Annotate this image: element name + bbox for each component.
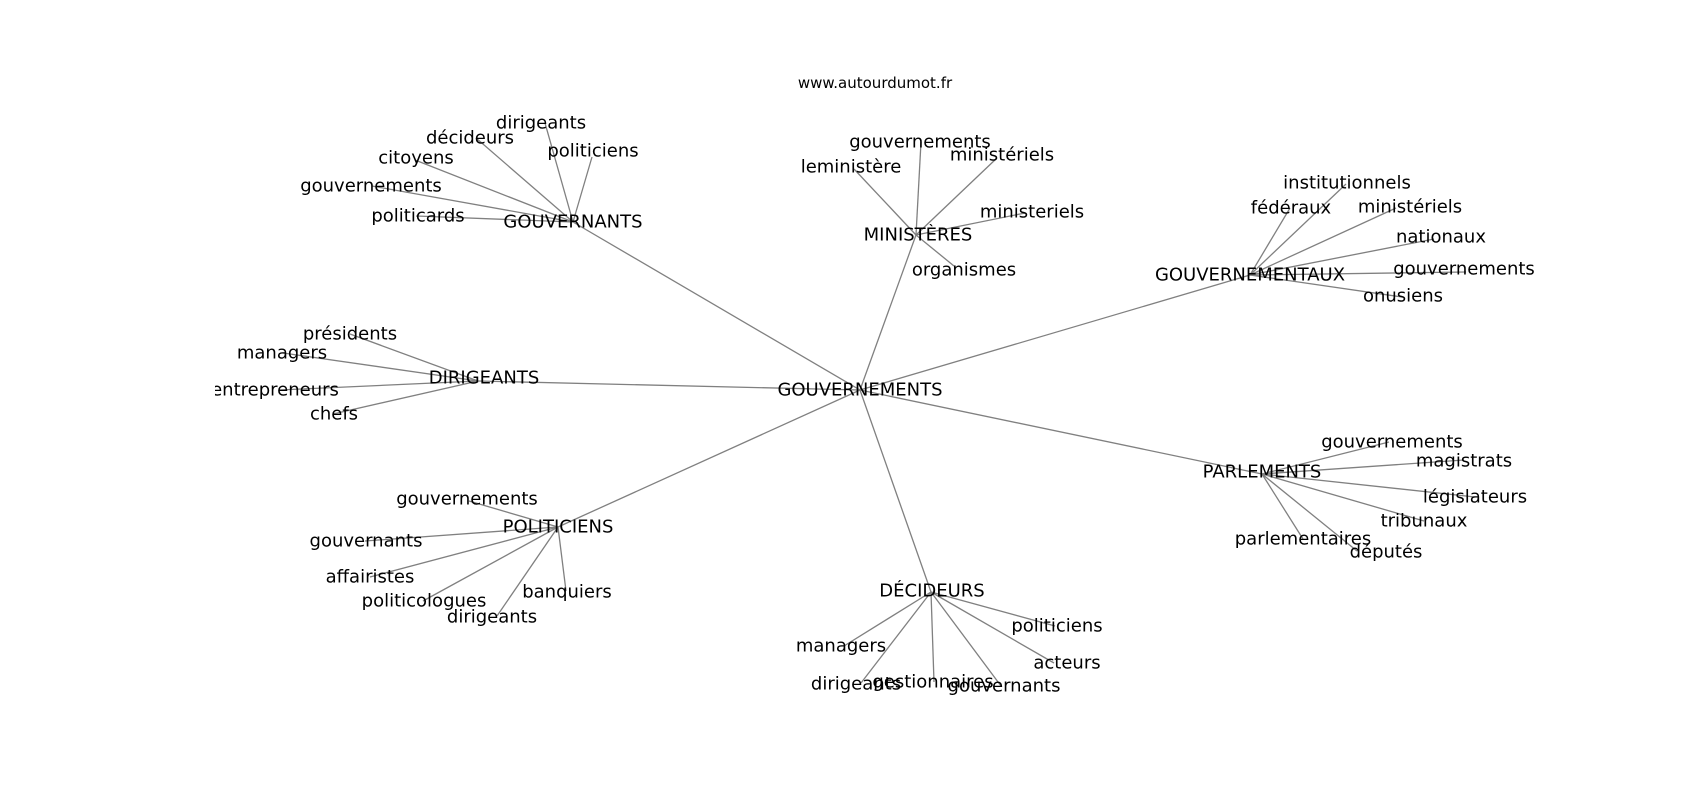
- edge-parlements-leaf: [1261, 473, 1425, 522]
- edge-gouvernementaux-leaf: [1249, 207, 1291, 276]
- edge-decideurs-leaf: [843, 591, 932, 647]
- leaf-label: ministériels: [950, 145, 1054, 166]
- leaf-label: entrepreneurs: [211, 380, 339, 401]
- leaf-label: gouvernants: [310, 531, 423, 552]
- leaf-label: fédéraux: [1251, 198, 1332, 219]
- edge-parlements-leaf: [1261, 473, 1476, 498]
- leaf-label: banquiers: [522, 582, 612, 603]
- edge-ministeres-leaf: [915, 212, 1026, 236]
- edge-ministeres-leaf: [915, 157, 998, 236]
- edge-politiciens-leaf: [468, 500, 559, 528]
- edge-gouvernementaux-leaf: [1249, 207, 1397, 276]
- leaf-label: présidents: [303, 324, 397, 345]
- leaf-label: gouvernants: [948, 676, 1061, 697]
- leaf-label: tribunaux: [1381, 511, 1468, 532]
- graph-labels: dirigeantsdécideurspoliticienscitoyensgo…: [211, 113, 1535, 697]
- edge-politiciens-leaf: [364, 526, 559, 542]
- edge-ministeres-leaf: [853, 168, 917, 236]
- leaf-label: gouvernements: [300, 176, 442, 197]
- edge-parlements-leaf: [1261, 441, 1390, 475]
- edge-gouvernants-leaf: [475, 137, 574, 223]
- leaf-label: nationaux: [1396, 227, 1486, 248]
- edge-decideurs-leaf: [930, 591, 1002, 687]
- hub-label-decideurs: DÉCIDEURS: [879, 580, 984, 602]
- edge-ministeres-leaf: [915, 234, 955, 267]
- leaf-label: dirigeants: [447, 607, 537, 628]
- edge-politiciens-leaf: [496, 526, 559, 617]
- hub-label-gouvernants: GOUVERNANTS: [503, 212, 642, 233]
- edge-politiciens-leaf: [557, 526, 567, 592]
- edge-decideurs-leaf: [930, 591, 935, 683]
- edge-center-politiciens: [557, 389, 861, 528]
- edge-gouvernementaux-leaf: [1249, 183, 1347, 276]
- leaf-label: chefs: [310, 404, 358, 425]
- center-node-label: GOUVERNEMENTS: [777, 380, 942, 401]
- hub-label-gouvernementaux: GOUVERNEMENTAUX: [1155, 265, 1345, 286]
- leaf-label: gestionnaires: [872, 672, 993, 693]
- leaf-label: institutionnels: [1283, 173, 1411, 194]
- leaf-label: dirigeants: [811, 674, 901, 695]
- leaf-label: politiciens: [547, 141, 638, 162]
- leaf-label: ministériels: [1358, 197, 1462, 218]
- leaf-label: politicologues: [362, 591, 487, 612]
- edge-dirigeants-leaf: [332, 380, 479, 415]
- hub-label-dirigeants: DIRIGEANTS: [429, 368, 540, 389]
- leaf-label: organismes: [912, 260, 1016, 281]
- leaf-label: politicards: [371, 206, 464, 227]
- edge-parlements-leaf: [1261, 459, 1465, 475]
- edge-decideurs-leaf: [930, 591, 1056, 627]
- edge-gouvernants-leaf: [572, 156, 593, 223]
- edge-center-ministeres: [859, 234, 917, 391]
- edge-center-decideurs: [859, 389, 932, 593]
- edge-center-dirigeants: [477, 380, 861, 391]
- leaf-label: gouvernements: [849, 132, 991, 153]
- leaf-label: ministeriels: [980, 202, 1084, 223]
- edge-gouvernants-leaf: [371, 185, 574, 223]
- hub-label-ministeres: MINISTÈRES: [864, 224, 973, 246]
- leaf-label: magistrats: [1416, 451, 1512, 472]
- edge-gouvernementaux-leaf: [1249, 271, 1467, 276]
- edge-politiciens-leaf: [422, 526, 559, 602]
- leaf-label: dirigeants: [496, 113, 586, 134]
- leaf-label: leministère: [801, 157, 902, 178]
- edge-gouvernants-leaf: [415, 215, 574, 223]
- edge-dirigeants-leaf: [278, 380, 479, 391]
- edge-politiciens-leaf: [369, 526, 559, 578]
- edge-center-gouvernementaux: [859, 274, 1251, 391]
- leaf-label: acteurs: [1033, 653, 1100, 674]
- edge-ministeres-leaf: [915, 141, 922, 236]
- leaf-label: managers: [796, 636, 886, 657]
- leaf-label: managers: [237, 343, 327, 364]
- edge-dirigeants-leaf: [282, 352, 479, 382]
- edge-parlements-leaf: [1261, 473, 1304, 540]
- leaf-label: gouvernements: [1393, 259, 1535, 280]
- leaf-label: décideurs: [426, 128, 514, 149]
- graph-edges: [278, 122, 1476, 687]
- hub-label-parlements: PARLEMENTS: [1203, 462, 1322, 483]
- edge-center-parlements: [859, 389, 1263, 475]
- edge-gouvernants-leaf: [414, 159, 574, 223]
- leaf-label: politiciens: [1011, 616, 1102, 637]
- edge-dirigeants-leaf: [349, 333, 479, 382]
- leaf-label: citoyens: [378, 148, 453, 169]
- edge-gouvernementaux-leaf: [1249, 274, 1403, 298]
- edge-decideurs-leaf: [930, 591, 1055, 664]
- leaf-label: gouvernements: [396, 489, 538, 510]
- edge-decideurs-leaf: [860, 591, 932, 684]
- leaf-label: législateurs: [1423, 487, 1527, 508]
- edge-gouvernementaux-leaf: [1249, 238, 1435, 276]
- leaf-label: onusiens: [1363, 286, 1443, 307]
- edge-center-gouvernants: [572, 221, 861, 391]
- edge-gouvernants-leaf: [544, 122, 574, 223]
- leaf-label: affairistes: [326, 567, 415, 588]
- site-credit: www.autourdumot.fr: [798, 74, 953, 92]
- leaf-label: gouvernements: [1321, 432, 1463, 453]
- leaf-label: parlementaires: [1235, 529, 1372, 550]
- hub-label-politiciens: POLITICIENS: [503, 517, 614, 538]
- edge-parlements-leaf: [1261, 473, 1358, 552]
- leaf-label: députés: [1350, 542, 1423, 563]
